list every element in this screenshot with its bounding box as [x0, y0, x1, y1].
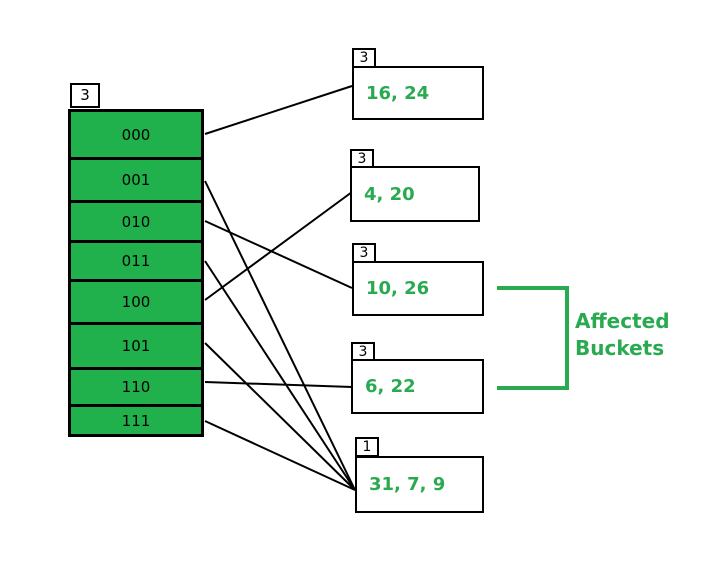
directory-entry: 010: [71, 203, 201, 240]
bucket: 4, 20: [350, 166, 480, 222]
bucket-local-depth: 1: [355, 437, 379, 457]
pointer-011: [204, 260, 356, 491]
bucket-keys: 16, 24: [366, 82, 430, 104]
global-depth-label: 3: [70, 83, 100, 108]
pointer-100: [204, 191, 353, 301]
directory-entry: 100: [71, 282, 201, 322]
directory-entry: 101: [71, 325, 201, 367]
bucket-keys: 6, 22: [365, 376, 416, 397]
bucket: 6, 22: [351, 359, 484, 414]
directory-entry: 000: [71, 112, 201, 157]
directory-entry: 011: [71, 243, 201, 279]
bucket-keys: 4, 20: [364, 183, 415, 205]
bucket: 31, 7, 9: [355, 456, 484, 513]
directory-table: 000 001 010 011 100 101 110 111: [68, 109, 204, 437]
affected-buckets-label: Affected Buckets: [575, 308, 670, 362]
bucket: 16, 24: [352, 66, 484, 120]
pointer-111: [204, 420, 356, 491]
pointer-101: [204, 342, 356, 491]
bucket-local-depth: 3: [352, 243, 376, 263]
affected-line-2: Buckets: [575, 336, 665, 360]
affected-bracket: [497, 286, 569, 390]
directory-entry: 110: [71, 370, 201, 404]
affected-line-1: Affected: [575, 309, 670, 333]
bucket-keys: 10, 26: [366, 278, 430, 299]
pointer-110: [204, 381, 353, 388]
pointer-001: [204, 180, 356, 491]
bucket: 10, 26: [352, 261, 484, 316]
bucket-local-depth: 3: [352, 48, 376, 68]
bucket-keys: 31, 7, 9: [369, 474, 446, 495]
pointer-010: [204, 220, 353, 289]
directory-entry: 111: [71, 407, 201, 434]
pointer-000: [204, 85, 353, 135]
directory-entry: 001: [71, 160, 201, 200]
